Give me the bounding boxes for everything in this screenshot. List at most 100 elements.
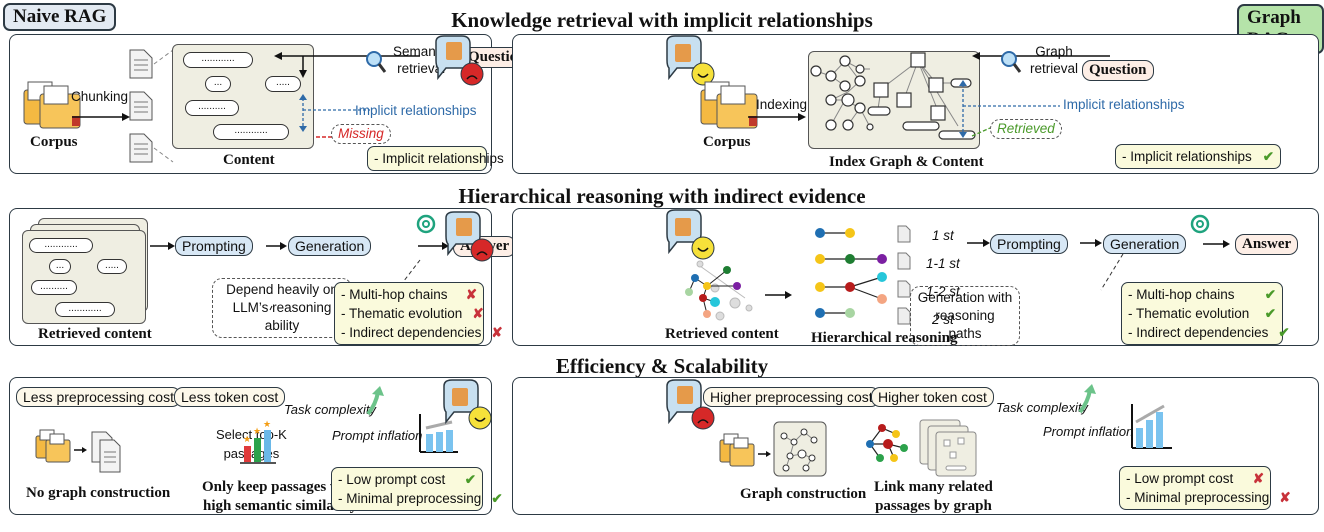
- higher-token-cost-pill: Higher token cost: [871, 387, 994, 407]
- note-line: LLM’s reasoning ability: [232, 300, 332, 333]
- check-text: - Multi-hop chains: [341, 287, 448, 302]
- no-graph-construction-label: No graph construction: [26, 485, 171, 501]
- level-label: 1-1 st: [926, 256, 960, 271]
- check-icon: ✔: [1262, 149, 1274, 164]
- chunk: ..........: [31, 280, 77, 295]
- row2-title: Hierarchical reasoning with indirect evi…: [458, 184, 866, 208]
- cross-icon: ✘: [1279, 490, 1291, 505]
- retrieval-line: Graph: [1035, 44, 1073, 59]
- cross-icon: ✘: [472, 306, 484, 321]
- corpus-folder-icon: [23, 81, 81, 129]
- task-complexity-label: Task complexity: [284, 402, 376, 417]
- generation-node: Generation: [288, 236, 372, 256]
- chunk: ............: [213, 124, 289, 140]
- document-chunks-icon: [129, 49, 174, 163]
- less-token-cost-pill: Less token cost: [174, 387, 286, 407]
- check-text: - Minimal preprocessing: [338, 491, 482, 506]
- thumbs-up-happy-icon: [666, 35, 715, 86]
- level-label: 1 st: [932, 228, 954, 243]
- answer-node: Answer: [1235, 234, 1299, 255]
- note-line: reasoning paths: [935, 308, 995, 341]
- row3-title: Efficiency & Scalability: [555, 354, 769, 378]
- check-icon: ✔: [491, 491, 503, 506]
- index-graph-label: Index Graph & Content: [829, 154, 984, 170]
- arrow: [765, 291, 792, 299]
- link-line: passages by graph: [875, 498, 992, 514]
- check-text: - Implicit relationships: [374, 151, 504, 166]
- hierarchical-reasoning-label: Hierarchical reasoning: [811, 330, 958, 346]
- keep-line: high semantic similarity: [203, 498, 358, 514]
- chunking-arrow: [72, 113, 130, 121]
- trend-up-arrow-icon: [366, 386, 384, 416]
- prompting-node: Prompting: [175, 236, 253, 256]
- higher-preprocessing-cost-pill: Higher preprocessing cost: [703, 387, 880, 407]
- row3-graph-checks: - Low prompt cost✘ - Minimal preprocessi…: [1119, 466, 1291, 510]
- corpus-to-graph-icon: [719, 421, 827, 477]
- content-box: ............ ... ..... .......... ......…: [172, 44, 314, 149]
- thumbs-down-sad-icon: [445, 211, 494, 262]
- question-node: Question: [1082, 60, 1154, 81]
- prompting-node: Prompting: [990, 234, 1068, 254]
- cross-icon: ✘: [465, 287, 477, 302]
- check-text: - Thematic evolution: [1128, 306, 1250, 321]
- corpus-folder-icon: [700, 81, 758, 129]
- prompt-inflation-label: Prompt inflation: [332, 428, 423, 443]
- chunk: ............: [29, 238, 93, 253]
- reasoning-paths-note: Generation with reasoning paths: [910, 286, 1020, 346]
- row2-graph-checks: - Multi-hop chains ✔ - Thematic evolution…: [1121, 282, 1290, 345]
- corpus-to-docs-icon: [35, 429, 121, 473]
- prompt-inflation-label: Prompt inflation: [1043, 424, 1134, 439]
- chunking-label: Chunking: [71, 89, 129, 104]
- row1-graph-checks: - Implicit relationships✔: [1115, 144, 1281, 169]
- retrieved-content-label: Retrieved content: [665, 326, 779, 342]
- indexing-label: Indexing: [756, 97, 808, 112]
- openai-logo-icon: [416, 214, 436, 234]
- implicit-relationships-label: Implicit relationships: [355, 103, 477, 118]
- pipeline-arrows: [967, 239, 1124, 291]
- check-icon: ✔: [1264, 287, 1276, 302]
- cross-icon: ✘: [1252, 471, 1264, 486]
- retrieval-arrows: [274, 52, 420, 138]
- note-line: Generation with: [917, 290, 1013, 305]
- check-icon: ✔: [1264, 306, 1276, 321]
- pipeline-arrows: [150, 242, 449, 311]
- chunk: .....: [265, 76, 301, 92]
- bar-chart-icon: [419, 414, 458, 453]
- missing-label: Missing: [331, 124, 391, 144]
- magnifier-icon: [366, 51, 387, 73]
- chunk: .....: [97, 259, 127, 274]
- implicit-relationships-label: Implicit relationships: [1063, 97, 1185, 112]
- retrieved-content-box: ............ ... ..... .......... ......…: [22, 230, 146, 324]
- check-text: - Low prompt cost: [338, 472, 446, 487]
- content-label: Content: [223, 152, 275, 168]
- indexing-arrow: [748, 113, 806, 121]
- row1-naive-checks: - Implicit relationships✘: [367, 146, 525, 171]
- retrieved-label: Retrieved: [990, 119, 1062, 139]
- check-text: - Indirect dependencies: [341, 325, 482, 340]
- check-text: - Indirect dependencies: [1128, 325, 1269, 340]
- less-preprocessing-cost-pill: Less preprocessing cost: [16, 387, 181, 407]
- graph-construction-label: Graph construction: [740, 486, 867, 502]
- chunk: ...: [49, 259, 71, 274]
- check-icon: ✔: [464, 472, 476, 487]
- svg-text:★: ★: [243, 434, 251, 444]
- svg-text:★: ★: [253, 426, 261, 436]
- magnifier-icon: [1001, 51, 1022, 73]
- level-label: 1-2 st: [926, 284, 960, 299]
- openai-logo-icon: [1190, 214, 1210, 234]
- linked-passages-icon: [866, 419, 977, 477]
- check-text: - Multi-hop chains: [1128, 287, 1235, 302]
- level-label: 2 st: [932, 312, 954, 327]
- ranking-bars-icon: ★★★: [240, 419, 276, 464]
- index-graph-icon: [810, 52, 976, 140]
- chunk: ............: [55, 302, 115, 317]
- document-levels-icon: [897, 225, 911, 325]
- chunk: ..........: [185, 100, 239, 116]
- bar-chart-icon: [1131, 404, 1172, 449]
- trend-up-arrow-icon: [1078, 384, 1096, 414]
- retrieved-content-label: Retrieved content: [38, 326, 152, 342]
